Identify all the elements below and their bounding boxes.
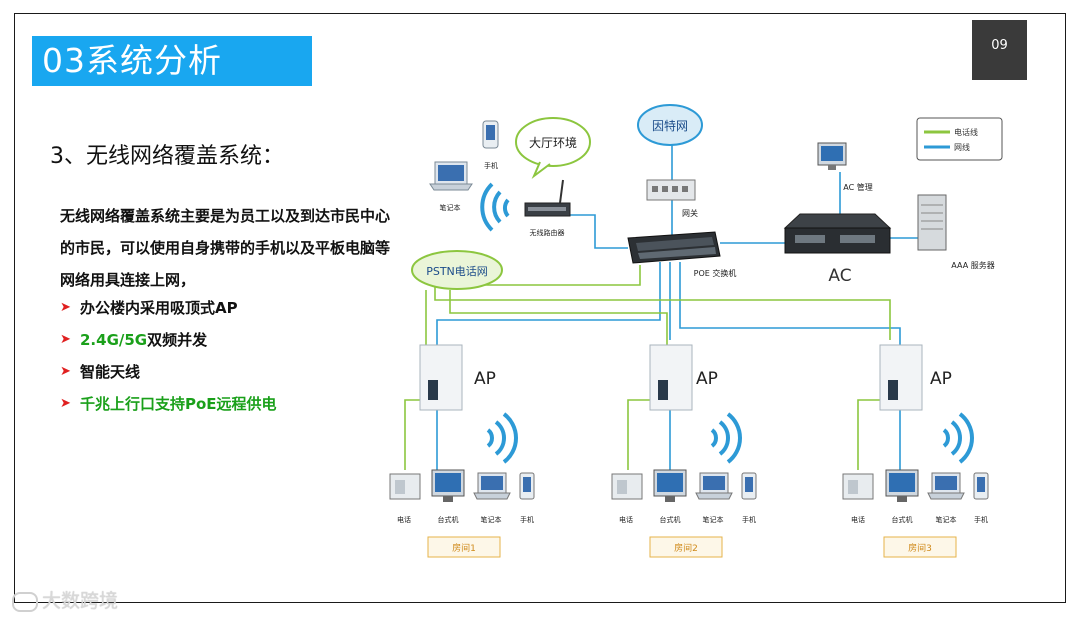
feature-item: ➤ 智能天线 bbox=[60, 356, 390, 388]
feature-item: ➤ 办公楼内采用吸顶式AP bbox=[60, 292, 390, 324]
feature-item: ➤ 千兆上行口支持PoE远程供电 bbox=[60, 388, 390, 420]
arrow-bullet-icon: ➤ bbox=[60, 300, 71, 315]
feature-item: ➤ 2.4G/5G双频并发 bbox=[60, 324, 390, 356]
page-number: 09 bbox=[972, 20, 1027, 80]
watermark-text: 大数跨境 bbox=[42, 590, 119, 612]
watermark-logo-icon bbox=[12, 591, 38, 612]
section-subtitle: 3、无线网络覆盖系统： bbox=[50, 144, 284, 169]
feature-text: 办公楼内采用吸顶式AP bbox=[80, 299, 238, 317]
feature-text-highlight: 2.4G/5G bbox=[80, 331, 148, 349]
description-paragraph: 无线网络覆盖系统主要是为员工以及到达市民中心的市民，可以使用自身携带的手机以及平… bbox=[60, 207, 391, 289]
feature-text: 千兆上行口支持PoE远程供电 bbox=[80, 395, 277, 413]
feature-list: ➤ 办公楼内采用吸顶式AP ➤ 2.4G/5G双频并发 ➤ 智能天线 ➤ 千兆上行口支持… bbox=[60, 292, 390, 420]
arrow-bullet-icon: ➤ bbox=[60, 364, 71, 379]
arrow-bullet-icon: ➤ bbox=[60, 396, 71, 411]
feature-text: 双频并发 bbox=[147, 331, 208, 349]
watermark: 大数跨境 bbox=[12, 586, 118, 613]
arrow-bullet-icon: ➤ bbox=[60, 332, 71, 347]
slide-title: 03系统分析 bbox=[32, 36, 312, 86]
feature-text: 智能天线 bbox=[80, 363, 141, 381]
